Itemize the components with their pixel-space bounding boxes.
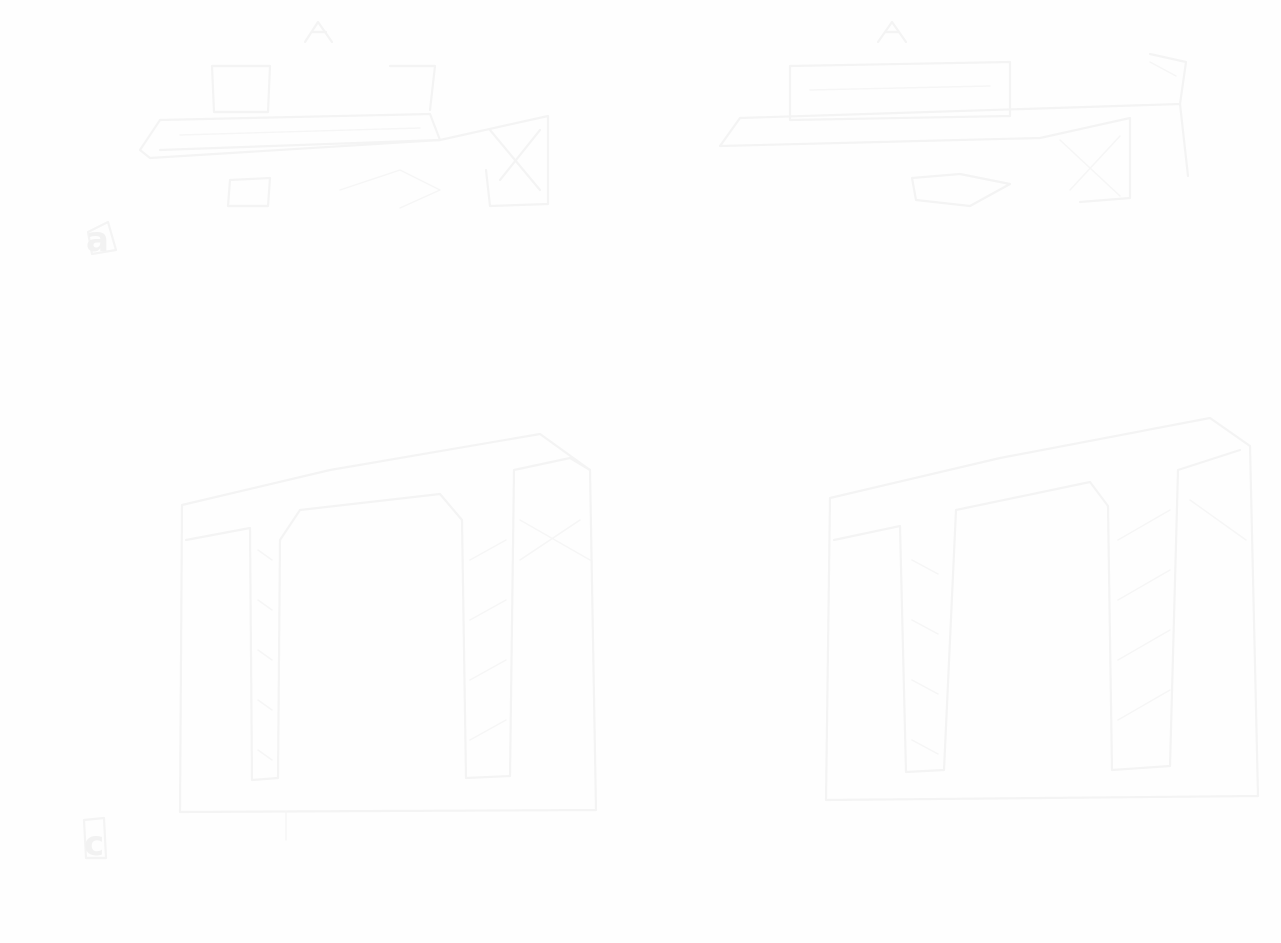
bottom-left-drawing	[82, 432, 598, 860]
top-right-drawing	[718, 20, 1190, 208]
panel-letter-c: c	[84, 824, 105, 864]
panel-letter-a: a	[86, 220, 109, 260]
bottom-right-drawing	[824, 416, 1260, 802]
top-left-drawing	[86, 20, 550, 256]
